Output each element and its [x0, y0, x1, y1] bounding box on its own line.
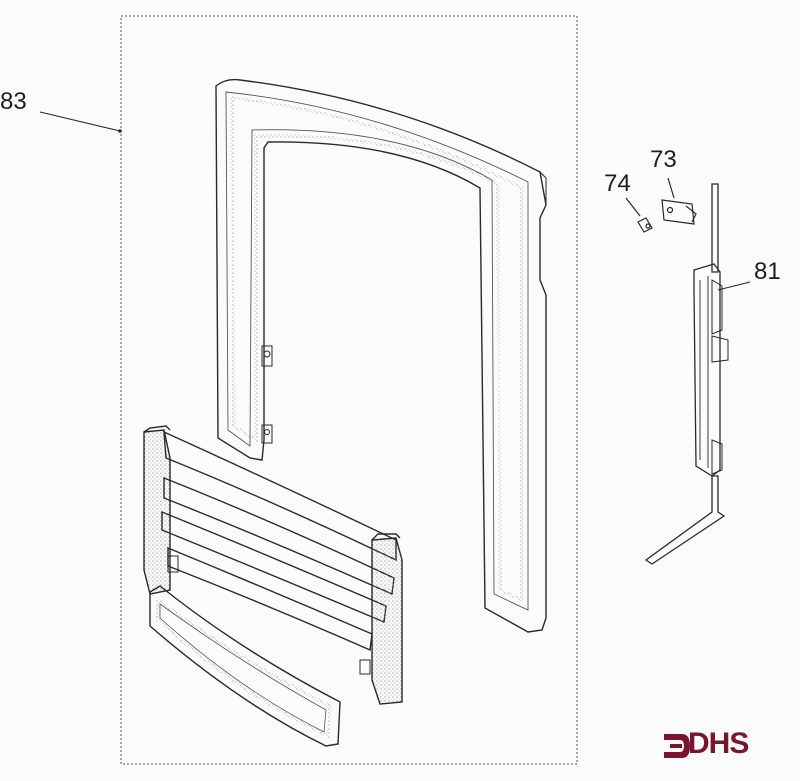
callout-81: 81	[754, 258, 781, 285]
leader-line-83	[39, 111, 121, 132]
latch-bracket-part-73	[661, 177, 697, 225]
callout-74: 74	[604, 170, 631, 197]
assembly-83-boundary	[120, 15, 578, 765]
dhs-logo-text: DHS	[688, 727, 749, 760]
callout-73: 73	[650, 146, 677, 173]
callout-83: 83	[0, 88, 27, 115]
leader-line-81	[717, 281, 751, 291]
handle-rod-part-81	[644, 183, 729, 565]
arched-frame	[215, 78, 547, 633]
ash-pan-front	[149, 585, 341, 747]
dhs-logo	[664, 734, 690, 758]
fret-assembly	[143, 425, 403, 705]
screw-part-74	[625, 197, 653, 233]
